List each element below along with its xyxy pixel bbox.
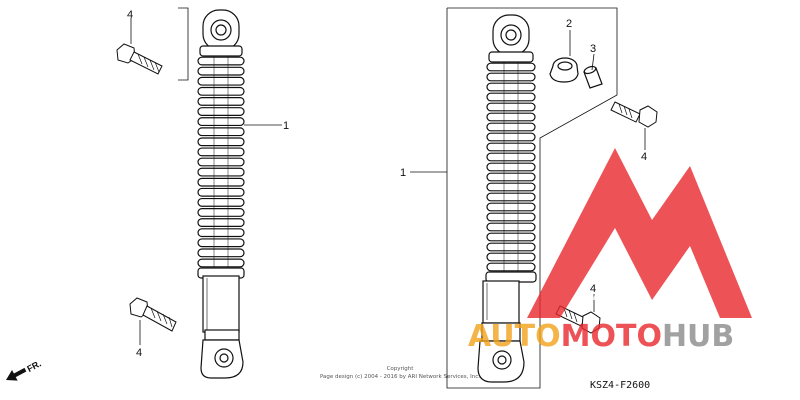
- spring-coil: [197, 66, 245, 76]
- watermark-moto: MOTO: [561, 319, 662, 354]
- watermark-auto: AUTO: [468, 319, 561, 354]
- spring-coil: [197, 258, 245, 268]
- spring-coil: [486, 232, 536, 242]
- direction-label: FR.: [25, 358, 42, 374]
- bolt-upper-right: [610, 101, 658, 128]
- spring-coil: [197, 177, 245, 187]
- spring-coil: [197, 167, 245, 177]
- callout-1-left: 1: [283, 120, 289, 132]
- spring-coil: [486, 212, 536, 222]
- spring-coil: [486, 102, 536, 112]
- collar-part-2: [549, 57, 579, 83]
- watermark-text: AUTOMOTOHUB: [468, 319, 734, 354]
- automotohub-watermark: AUTOMOTOHUB: [468, 148, 752, 354]
- copyright-notice: Page design (c) 2004 - 2016 by ARI Netwo…: [320, 374, 480, 380]
- spring-coil: [486, 72, 536, 82]
- diagram-code: KSZ4-F2600: [590, 380, 650, 391]
- spring-coil: [486, 222, 536, 232]
- spring-coil: [197, 127, 245, 137]
- spring-coil: [197, 228, 245, 238]
- spring-coil: [197, 147, 245, 157]
- spring-coil: [486, 92, 536, 102]
- bolt-lower-left: [129, 297, 177, 332]
- bolt-upper-left: [116, 43, 163, 75]
- left-leader-lines: [178, 7, 282, 126]
- spring-coil: [197, 157, 245, 167]
- spring-coil: [197, 96, 245, 106]
- spring-coil: [486, 202, 536, 212]
- callout-4-upper-right: 4: [641, 151, 647, 163]
- spring-coil: [197, 187, 245, 197]
- bushing-part-3: [583, 65, 603, 89]
- spring-coil: [486, 242, 536, 252]
- copyright-title: Copyright: [387, 366, 415, 372]
- right-shock-absorber: [477, 14, 537, 383]
- spring-coil: [486, 172, 536, 182]
- spring-coil: [486, 152, 536, 162]
- spring-coil: [486, 82, 536, 92]
- callout-1-right: 1: [400, 167, 406, 179]
- watermark-hub: HUB: [662, 319, 734, 354]
- spring-coil: [486, 262, 536, 272]
- callout-4-lower-left: 4: [136, 347, 142, 359]
- spring-coil: [486, 182, 536, 192]
- right-leader-lines: [410, 7, 618, 389]
- spring-coil: [197, 197, 245, 207]
- callout-4-upper-left: 4: [127, 9, 133, 21]
- spring-coil: [486, 112, 536, 122]
- spring-coil: [197, 238, 245, 248]
- spring-coil: [486, 122, 536, 132]
- spring-coil: [486, 132, 536, 142]
- leader-bushing: [591, 53, 595, 71]
- spring-coil: [197, 107, 245, 116]
- spring-coil: [197, 76, 245, 86]
- front-direction-arrow: FR.: [6, 358, 43, 381]
- callout-3: 3: [590, 43, 596, 55]
- spring-coil: [486, 192, 536, 202]
- spring-coil: [197, 86, 245, 96]
- spring-coil: [197, 208, 245, 217]
- spring-coil: [197, 218, 245, 228]
- spring-coil: [197, 137, 245, 147]
- spring-coil: [486, 62, 536, 72]
- spring-coil: [486, 162, 536, 172]
- spring-coil: [486, 252, 536, 262]
- spring-coil: [197, 248, 245, 258]
- spring-coil: [486, 142, 536, 152]
- spring-coil: [197, 117, 245, 127]
- callout-4-lower-right: 4: [590, 283, 596, 295]
- left-shock-absorber: [197, 9, 245, 379]
- watermark-logo-triangle: [527, 148, 752, 318]
- callout-2: 2: [566, 18, 572, 30]
- spring-coil: [197, 56, 245, 66]
